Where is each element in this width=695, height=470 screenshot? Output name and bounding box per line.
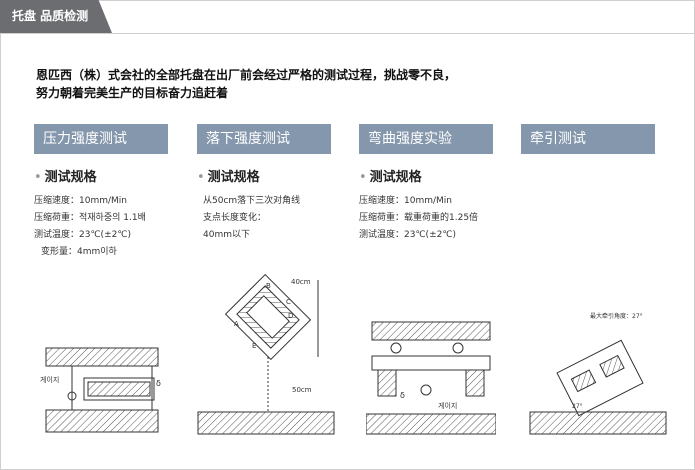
spec-line: 测试温度：23℃(±2℃) (359, 230, 456, 240)
floor (529, 411, 667, 435)
max-traction-angle-label: 最大牵引角度：27° (590, 312, 643, 320)
bending-diagram: 게이지 δ (366, 321, 496, 435)
intro-line-1: 恩匹西（株）式会社的全部托盘在出厂前会经过严格的测试过程，挑战零不良， (36, 68, 457, 82)
pallet-shape (83, 377, 155, 401)
corner-d: D (288, 312, 293, 320)
pallet-tilted (556, 339, 644, 417)
spec-lines: 压缩速度：10mm/Min 压缩荷重：载重荷重的1.25倍 测试温度：23℃(±… (359, 193, 493, 244)
column-title: 压力强度测试 (34, 124, 168, 154)
spec-line: 测试温度：23℃(±2℃) (34, 230, 131, 240)
spec-line: 压缩速度：10mm/Min (359, 196, 452, 206)
gauge-label: 게이지 (40, 375, 59, 384)
column-drop-test: 落下强度测试 •测试规格 从50cm落下三次对角线 支点长度变化： 40mm以下 (197, 124, 331, 244)
intro-line-2: 努力朝着完美生产的目标奋力追赶着 (36, 86, 229, 100)
spec-line: 压缩速度：10mm/Min (34, 196, 127, 206)
header-tab[interactable]: 托盘 品质检测 (0, 0, 112, 33)
spec-title: •测试规格 (197, 166, 331, 185)
spec-title-text: 测试规格 (207, 170, 260, 185)
lower-platen (45, 409, 159, 433)
pallet-shape (371, 355, 491, 371)
tilt-angle-label: 27° (572, 403, 583, 410)
spec-title: •测试规格 (34, 166, 168, 185)
corner-e: E (252, 342, 256, 350)
bullet-icon: • (34, 170, 42, 185)
spec-line: 压缩荷重：적재하중의 1.1배 (34, 213, 146, 223)
compression-diagram: 게이지 δ (40, 347, 161, 433)
drop-diagram: 40cm 50cm A B C D E (197, 273, 335, 435)
spec-title-text: 测试规格 (369, 170, 422, 185)
spec-lines: 从50cm落下三次对角线 支点长度变化： 40mm以下 (197, 193, 331, 244)
spec-line: 压缩荷重：载重荷重的1.25倍 (359, 213, 479, 223)
drop-top-label: 40cm (291, 278, 311, 286)
spec-title: •测试规格 (359, 166, 493, 185)
upper-beam (371, 321, 491, 341)
floor (197, 411, 335, 435)
column-title: 弯曲强度实验 (359, 124, 493, 154)
bullet-icon: • (197, 170, 205, 185)
column-bending-test: 弯曲强度实验 •测试规格 压缩速度：10mm/Min 压缩荷重：载重荷重的1.2… (359, 124, 493, 244)
delta-label: δ (156, 379, 161, 388)
column-title: 落下强度测试 (197, 124, 331, 154)
spec-line: 从50cm落下三次对角线 (203, 196, 301, 206)
traction-diagram: 最大牵引角度：27° 27° (529, 312, 667, 435)
column-traction-test: 牵引测试 (521, 124, 655, 154)
upper-platen (45, 347, 159, 367)
gauge-label: 게이지 (438, 401, 457, 410)
spec-lines: 压缩速度：10mm/Min 压缩荷重：적재하중의 1.1배 测试温度：23℃(±… (34, 193, 168, 261)
drop-height-label: 50cm (292, 386, 312, 394)
bullet-icon: • (359, 170, 367, 185)
spec-line: 支点长度变化： (203, 213, 267, 223)
column-title: 牵引测试 (521, 124, 655, 154)
spec-line: 变形量：4mm이하 (41, 247, 117, 257)
pallet-tilted (224, 273, 312, 361)
intro-text: 恩匹西（株）式会社的全部托盘在出厂前会经过严格的测试过程，挑战零不良， 努力朝着… (36, 66, 656, 102)
corner-b: B (266, 282, 271, 290)
spec-line: 40mm以下 (203, 230, 250, 240)
column-compression-test: 压力强度测试 •测试规格 压缩速度：10mm/Min 压缩荷重：적재하중의 1.… (34, 124, 168, 261)
floor (366, 413, 496, 435)
corner-c: C (286, 298, 291, 306)
delta-label: δ (400, 391, 405, 400)
header-bar: 托盘 品质检测 (0, 0, 695, 34)
spec-title-text: 测试规格 (44, 170, 97, 185)
corner-a: A (234, 320, 239, 328)
